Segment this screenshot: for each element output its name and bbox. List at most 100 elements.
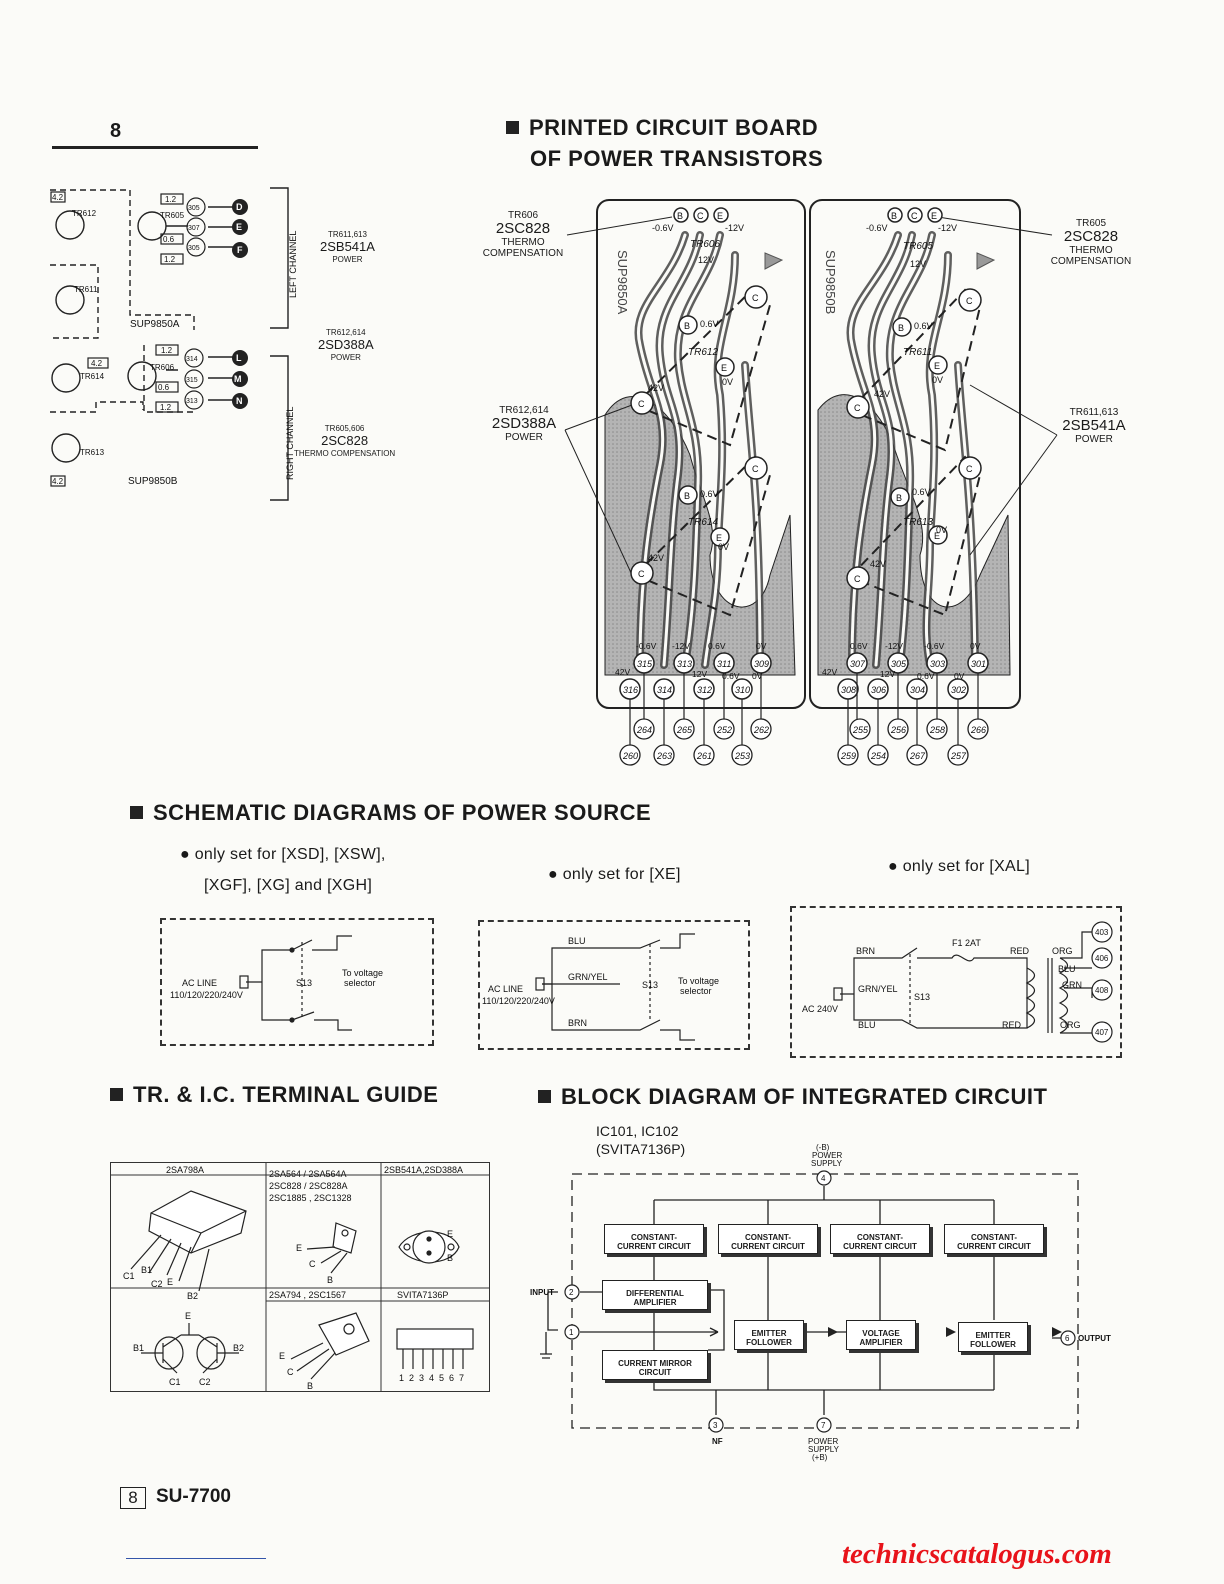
ic-label: IC101, IC102 (SVITA7136P) [596, 1123, 686, 1157]
svg-text:255: 255 [852, 725, 869, 735]
svg-text:1: 1 [399, 1373, 404, 1383]
svg-text:-0.6V: -0.6V [636, 641, 657, 651]
svg-text:2: 2 [409, 1373, 414, 1383]
svg-text:ORG: ORG [1060, 1020, 1081, 1030]
svg-text:310: 310 [735, 685, 750, 695]
svg-text:307: 307 [850, 659, 866, 669]
block-ccs-1: CONSTANT-CURRENT CIRCUIT [604, 1224, 704, 1254]
tr612-label: TR612 [72, 209, 97, 218]
svg-text:SUPPLY: SUPPLY [811, 1159, 843, 1168]
svg-text:B2: B2 [187, 1291, 198, 1301]
svg-text:262: 262 [753, 725, 769, 735]
svg-text:2SA564 / 2SA564A: 2SA564 / 2SA564A [269, 1169, 347, 1179]
svg-text:-0.6V: -0.6V [924, 641, 945, 651]
svg-text:407: 407 [1095, 1028, 1109, 1037]
tr606-label: TR606 [150, 363, 175, 372]
svg-text:B: B [896, 493, 902, 503]
svg-text:110/120/220/240V: 110/120/220/240V [482, 996, 555, 1006]
svg-text:42V: 42V [870, 559, 886, 569]
svg-text:0V: 0V [936, 525, 947, 535]
note-tr605-606: TR605,606 2SC828 THERMO COMPENSATION [294, 424, 396, 458]
board-b-outline [809, 199, 1021, 709]
variant3-note: ● only set for [XAL] [888, 858, 1030, 875]
terminal-guide-svg: 2SA798A 2SA564 / 2SA564A 2SC828 / 2SC828… [111, 1163, 489, 1391]
variant1-lines: AC LINE 110/120/220/240V S13 To voltage … [170, 935, 383, 1031]
page-number-top: 8 [110, 120, 122, 142]
variant2-schematic: BLU GRN/YEL BRN AC LINE 110/120/220/240V… [478, 920, 750, 1050]
svg-text:12V: 12V [692, 669, 707, 679]
node-bot-1: 315 [186, 377, 198, 384]
svg-text:7: 7 [459, 1373, 464, 1383]
svg-text:313: 313 [677, 659, 692, 669]
block-diagram-lines: 4 2 1 3 7 6 INPUT OUTPUT NF (-B) POWER S… [530, 1143, 1111, 1462]
svg-text:C: C [966, 464, 973, 474]
svg-text:0V: 0V [752, 671, 763, 681]
pcb-tr614: TR614 [688, 517, 718, 528]
svg-text:B1: B1 [141, 1265, 152, 1275]
pcb-board-a-label: SUP9850A [615, 250, 630, 315]
svg-text:RED: RED [1010, 946, 1030, 956]
block-ccs-4: CONSTANT-CURRENT CIRCUIT [944, 1224, 1044, 1254]
svg-text:42V: 42V [615, 667, 630, 677]
svg-text:BRN: BRN [856, 946, 875, 956]
board-a-outline [596, 199, 806, 709]
svg-text:0V: 0V [970, 641, 981, 651]
svg-text:To voltage: To voltage [678, 976, 719, 986]
svg-text:311: 311 [717, 659, 731, 669]
svg-text:253: 253 [734, 751, 750, 761]
svg-text:ORG: ORG [1052, 946, 1073, 956]
svg-text:To voltage: To voltage [342, 968, 383, 978]
board-a-label: SUP9850A [130, 319, 180, 330]
pcb-tr611: TR611 [903, 347, 932, 358]
bce-left-c: C [697, 211, 704, 221]
letter-e: E [236, 222, 242, 232]
svg-text:POWER: POWER [808, 1437, 838, 1446]
svg-text:(+B): (+B) [812, 1453, 828, 1462]
svg-text:302: 302 [951, 685, 966, 695]
node-top-1: 307 [188, 225, 200, 232]
svg-text:C: C [752, 293, 759, 303]
tr611-label: TR611 [74, 285, 98, 294]
node-top-2: 305 [188, 245, 200, 252]
terminal-guide-table: 2SA798A 2SA564 / 2SA564A 2SC828 / 2SC828… [110, 1162, 490, 1392]
callout-tr605: TR605 2SC828 THERMO COMPENSATION [1050, 218, 1132, 267]
svg-text:261: 261 [696, 751, 712, 761]
svg-text:E: E [716, 533, 722, 543]
svg-text:BLU: BLU [858, 1020, 876, 1030]
block-diagram: 4 2 1 3 7 6 INPUT OUTPUT NF (-B) POWER S… [528, 1140, 1128, 1470]
left-schematic-lines: TR612 TR605 TR611 TR614 TR606 TR613 4.2 … [50, 187, 298, 501]
footer-model: SU-7700 [156, 1486, 231, 1507]
variant1-note2: [XGF], [XG] and [XGH] [204, 877, 373, 894]
svg-text:C: C [638, 569, 645, 579]
svg-text:SUPPLY: SUPPLY [808, 1445, 840, 1454]
svg-text:AC LINE: AC LINE [182, 978, 217, 988]
variant1-note: ● only set for [XSD], [XSW], [180, 846, 386, 863]
svg-text:4: 4 [429, 1373, 434, 1383]
svg-text:C: C [854, 403, 861, 413]
svg-text:4: 4 [821, 1174, 826, 1183]
svg-text:312: 312 [697, 685, 712, 695]
terminal-guide-heading: TR. & I.C. TERMINAL GUIDE [110, 1082, 438, 1108]
svg-text:B2: B2 [233, 1343, 244, 1353]
svg-text:B: B [898, 323, 904, 333]
svg-text:E: E [934, 531, 940, 541]
pcb-tr612: TR612 [688, 347, 718, 358]
pcb-tr606: TR606 [690, 239, 720, 250]
svg-text:2SA794 , 2SC1567: 2SA794 , 2SC1567 [269, 1290, 346, 1300]
heading-bullet-icon [110, 1088, 123, 1101]
svg-text:B: B [327, 1275, 333, 1285]
svg-text:BLU: BLU [568, 936, 586, 946]
val-top-0: 4.2 [52, 193, 64, 202]
svg-text:(-B): (-B) [816, 1143, 830, 1152]
svg-text:S13: S13 [914, 992, 930, 1002]
svg-text:304: 304 [910, 685, 925, 695]
pcb-tr613: TR613 [903, 517, 933, 528]
letter-f: F [237, 245, 243, 255]
variant2-lines: BLU GRN/YEL BRN AC LINE 110/120/220/240V… [482, 933, 719, 1041]
svg-text:5: 5 [439, 1373, 444, 1383]
svg-text:2: 2 [569, 1288, 574, 1297]
tr613-label: TR613 [80, 448, 105, 457]
bce-left-e: E [717, 211, 723, 221]
pcb-heading: PRINTED CIRCUIT BOARD [506, 115, 818, 141]
